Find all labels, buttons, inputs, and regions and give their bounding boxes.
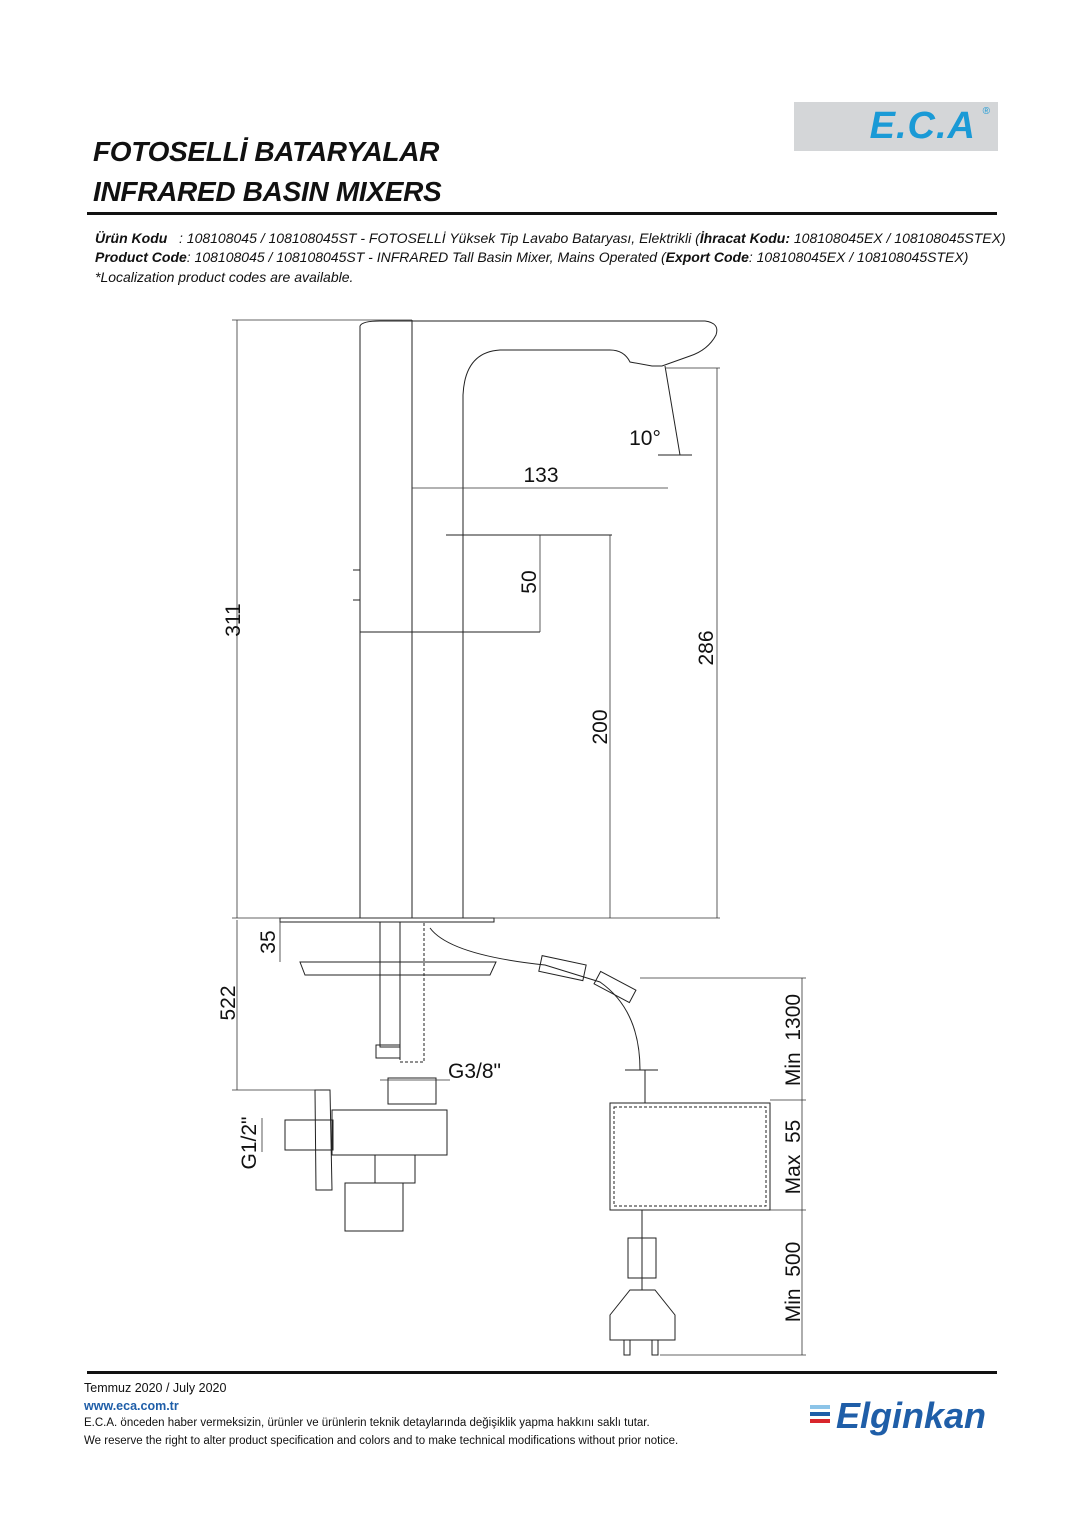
title-english: INFRARED BASIN MIXERS — [93, 176, 442, 207]
eca-logo-text: E.C.A — [869, 105, 976, 147]
title-turkish: FOTOSELLİ BATARYALAR — [93, 136, 440, 167]
spec-en-export-label: Export Code — [665, 249, 749, 265]
dim-deck: 35 — [257, 930, 280, 953]
spec-en-export-codes: : 108108045EX / 108108045STEX) — [748, 249, 969, 265]
elginkan-logo-mark — [810, 1405, 830, 1423]
dim-cable-bottom: Min 500 — [782, 1242, 805, 1323]
footer-url[interactable]: www.eca.com.tr — [84, 1399, 179, 1413]
dim-reach: 133 — [523, 464, 558, 487]
header-rule — [87, 212, 997, 215]
dim-sensor: 50 — [518, 570, 541, 593]
control-box — [609, 1102, 771, 1211]
spec-tr-export-label: İhracat Kodu: — [699, 230, 790, 246]
spec-en-label: Product Code — [95, 249, 187, 265]
dim-hose-thread: G3/8" — [448, 1060, 501, 1083]
footer-date: Temmuz 2020 / July 2020 — [84, 1381, 227, 1395]
spec-tr-label: Ürün Kodu — [95, 230, 168, 246]
dim-outlet-height: 286 — [695, 630, 718, 665]
dim-cable-top: Min 1300 — [782, 994, 805, 1086]
spec-en-text: : 108108045 / 108108045ST - INFRARED Tal… — [186, 249, 666, 265]
dim-spout-height: 200 — [589, 709, 612, 744]
footer-rule — [87, 1371, 997, 1374]
footer-disclaimer-tr: E.C.A. önceden haber vermeksizin, ürünle… — [84, 1417, 650, 1429]
spec-line-tr: Ürün Kodu : 108108045 / 108108045ST - FO… — [95, 230, 1006, 246]
dimension-lines — [232, 319, 806, 1356]
dim-hose: 522 — [217, 985, 240, 1020]
faucet-outline — [279, 320, 771, 1356]
eca-logo: E.C.A ® — [794, 102, 998, 151]
dim-valve-thread: G1/2" — [238, 1117, 261, 1170]
registered-mark: ® — [982, 106, 990, 117]
spec-tr-text: : 108108045 / 108108045ST - FOTOSELLİ Yü… — [167, 230, 700, 246]
elginkan-logo: Elginkan — [836, 1395, 987, 1436]
dim-box: Max 55 — [782, 1120, 805, 1195]
footer-disclaimer-en: We reserve the right to alter product sp… — [84, 1435, 679, 1447]
dim-total-height: 311 — [222, 603, 245, 636]
spec-tr-export-codes: 108108045EX / 108108045STEX) — [790, 230, 1006, 246]
spec-note: *Localization product codes are availabl… — [95, 269, 354, 285]
spec-line-en: Product Code: 108108045 / 108108045ST - … — [95, 249, 968, 265]
plug — [609, 1289, 676, 1341]
dim-angle: 10° — [629, 427, 661, 450]
